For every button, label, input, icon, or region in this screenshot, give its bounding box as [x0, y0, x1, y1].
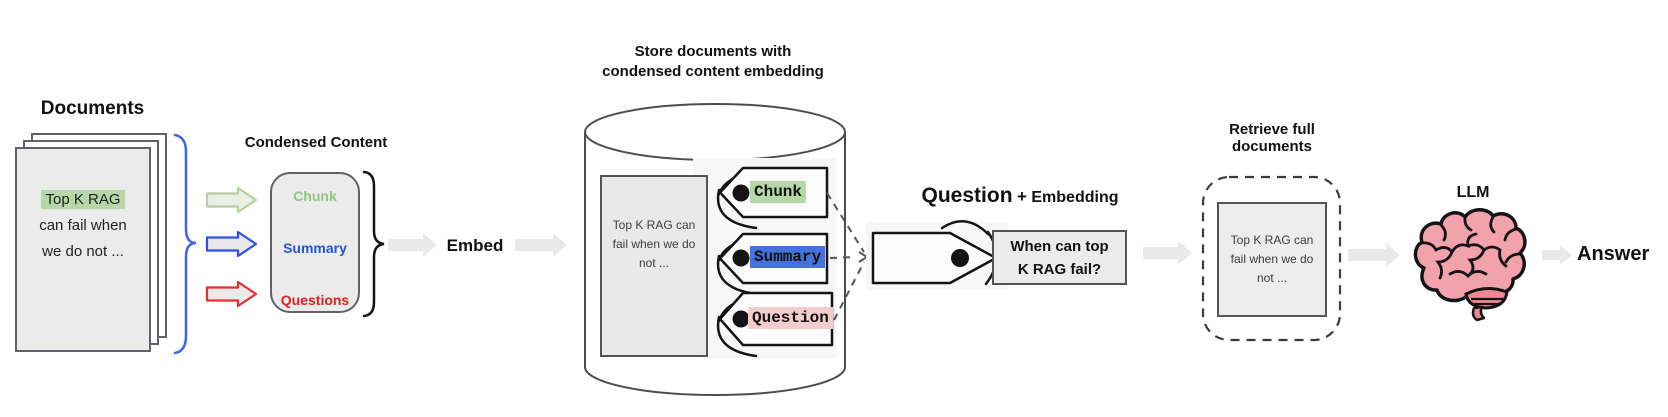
query-question-box: When can top K RAG fail?	[992, 230, 1127, 285]
condensed-item-questions: Questions	[280, 292, 350, 308]
condensed-item-chunk: Chunk	[293, 188, 337, 204]
summary-arrow-icon	[205, 230, 258, 258]
query-title-sub: Embedding	[1031, 189, 1119, 206]
summary-tag-label: Summary	[750, 246, 826, 268]
chunk-tag-label: Chunk	[750, 181, 807, 203]
embed-label: Embed	[446, 236, 504, 255]
flow-arrow-icon	[1348, 243, 1400, 267]
blue-brace-icon	[173, 133, 197, 355]
store-title: Store documents with condensed content e…	[602, 43, 824, 80]
questions-arrow-icon	[205, 280, 258, 308]
query-title-plus: +	[1016, 187, 1027, 206]
retrieved-document: Top K RAG can fail when we do not ...	[1217, 202, 1327, 317]
condensed-item-summary: Summary	[283, 240, 347, 256]
retrieve-title: Retrieve full documents	[1229, 121, 1315, 155]
answer-label: Answer	[1577, 243, 1650, 265]
black-brace-icon	[362, 170, 385, 318]
chunk-arrow-icon	[205, 186, 258, 214]
query-tag-icon	[866, 220, 1008, 290]
brain-icon	[1413, 208, 1527, 322]
document-text: Top K RAG can fail when we do not ...	[39, 190, 127, 260]
flow-arrow-icon	[388, 233, 437, 257]
arrowhead-icon	[858, 251, 869, 263]
flow-arrow-icon	[515, 233, 567, 257]
llm-label: LLM	[1456, 184, 1490, 201]
retrieve-dashed-box	[1201, 175, 1342, 342]
highlighted-text: Top K RAG	[41, 190, 125, 209]
query-title: Question + Embedding	[880, 184, 1160, 208]
stored-document: Top K RAG can fail when we do not ...	[600, 175, 708, 357]
query-title-main: Question	[921, 184, 1013, 207]
documents-title: Documents	[40, 98, 145, 119]
condensed-content-title: Condensed Content	[244, 134, 388, 151]
condensed-content-box	[270, 172, 360, 313]
flow-arrow-icon	[1143, 241, 1192, 265]
document-sheet-front: Top K RAG can fail when we do not ...	[15, 147, 151, 352]
flow-arrow-icon	[1542, 245, 1572, 265]
question-tag-label: Question	[748, 307, 833, 329]
